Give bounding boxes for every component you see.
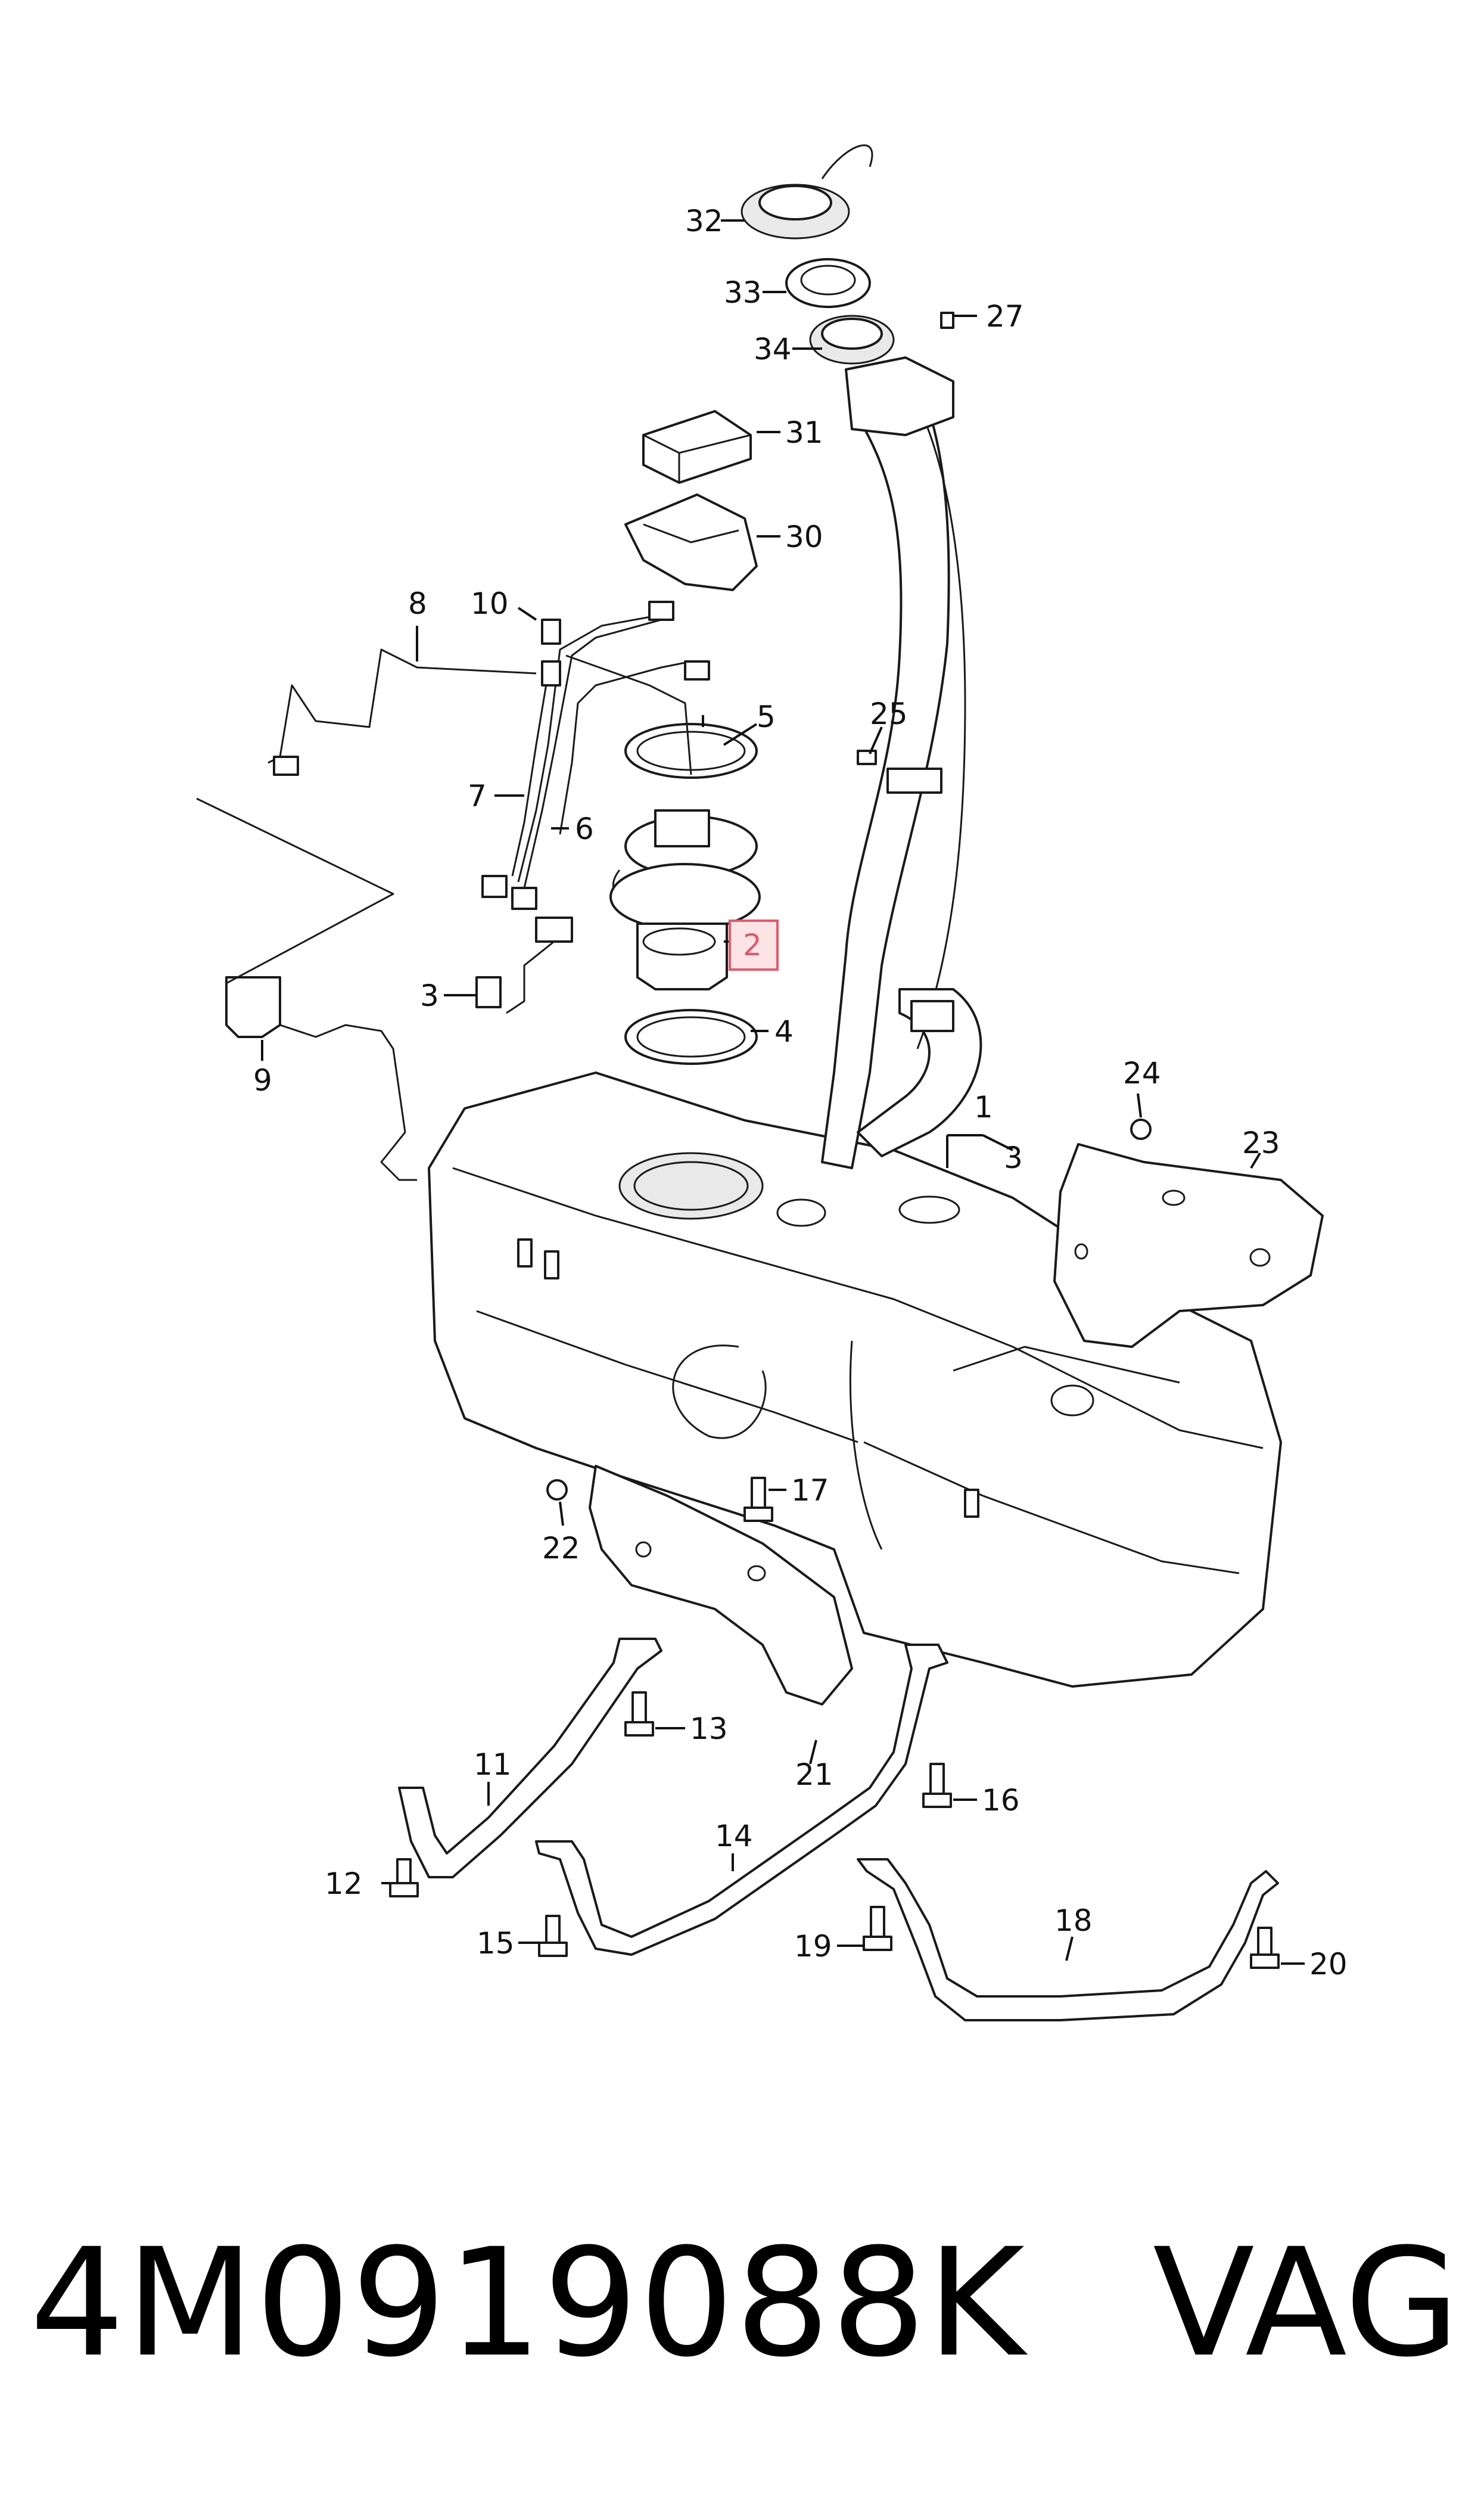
seal-ring-5 — [624, 723, 758, 779]
bolt-19 — [863, 1906, 892, 1951]
callout-27: 27 — [986, 299, 1024, 334]
filler-cap — [741, 144, 873, 240]
fuel-pump-flange — [624, 809, 758, 877]
callout-14: 14 — [715, 1819, 753, 1853]
locking-ring-4 — [624, 1009, 758, 1065]
callout-5: 5 — [757, 700, 776, 734]
fuel-pump-unit — [609, 863, 761, 990]
callout-2-highlight — [729, 920, 779, 971]
part-number: 4M0919088K — [30, 2216, 1026, 2390]
bolt-20 — [1250, 1927, 1280, 1969]
callout-24: 24 — [1123, 1056, 1161, 1091]
callout-7: 7 — [468, 779, 487, 813]
callout-22: 22 — [542, 1531, 580, 1566]
callout-6: 6 — [575, 812, 594, 846]
bolt-12 — [389, 1858, 419, 1897]
callout-2: 2 — [743, 928, 762, 962]
callout-10: 10 — [471, 586, 509, 621]
bolt-17 — [743, 1477, 773, 1522]
bolts — [389, 312, 1280, 1969]
bolt-27 — [940, 312, 954, 329]
callout-15: 15 — [477, 1926, 515, 1961]
callout-31: 31 — [785, 415, 823, 450]
leader-lines — [261, 219, 1305, 1965]
callout-17: 17 — [791, 1473, 829, 1508]
filler-neck — [821, 356, 982, 1169]
callout-18: 18 — [1054, 1903, 1093, 1938]
bolt-25 — [857, 750, 877, 765]
callout-21: 21 — [795, 1757, 833, 1792]
callout-16: 16 — [982, 1783, 1020, 1818]
callout-8: 8 — [408, 586, 427, 621]
callout-33: 33 — [724, 275, 762, 310]
callout-30: 30 — [785, 520, 823, 554]
heat-shield — [1053, 1143, 1324, 1348]
tank-straps — [398, 1638, 1279, 2021]
callouts: 32 33 34 27 31 30 10 8 5 25 7 6 2 3 4 9 … — [253, 204, 1348, 1981]
filler-housing — [809, 315, 895, 365]
callout-9: 9 — [253, 1063, 272, 1098]
callout-1: 1 — [974, 1090, 993, 1125]
bolt-13 — [624, 1691, 654, 1737]
callout-11: 11 — [474, 1747, 512, 1782]
control-unit — [642, 410, 752, 484]
underbody-shield — [589, 1465, 853, 1706]
callout-32: 32 — [685, 204, 723, 238]
callout-34: 34 — [754, 332, 792, 366]
connector-3 — [475, 917, 573, 1014]
fuel-tank — [428, 1071, 1282, 1688]
callout-25: 25 — [870, 697, 908, 731]
callout-19: 19 — [794, 1929, 832, 1964]
sensor-assembly — [196, 797, 417, 1181]
callout-3-connector: 3 — [420, 979, 439, 1013]
brand-name: VAG — [1153, 2216, 1460, 2390]
nut-24 — [1130, 1119, 1152, 1140]
callout-12: 12 — [325, 1866, 363, 1901]
fuel-lines — [267, 601, 710, 910]
bolt-16 — [922, 1763, 952, 1808]
bolt-15 — [538, 1915, 568, 1957]
callout-23: 23 — [1242, 1126, 1280, 1160]
callout-20: 20 — [1309, 1947, 1348, 1981]
callout-3-tank: 3 — [1004, 1141, 1023, 1175]
seal-ring — [785, 258, 871, 308]
callout-13: 13 — [690, 1712, 728, 1746]
nut-22 — [546, 1479, 568, 1501]
callout-4: 4 — [774, 1014, 794, 1049]
control-unit-bracket — [624, 493, 758, 591]
